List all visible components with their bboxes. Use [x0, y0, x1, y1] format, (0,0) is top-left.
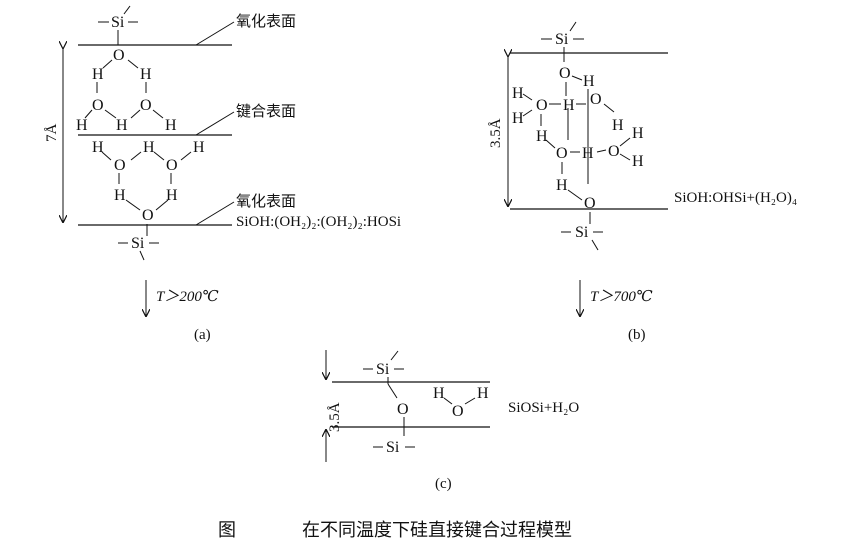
panel-b: Si O H H H O H O H H O H O H H H: [488, 21, 797, 343]
si-atom: Si: [575, 224, 589, 241]
h-atom: H: [512, 85, 524, 102]
si-atom: Si: [111, 14, 125, 31]
panel-c-formula: SiOSi+H₂O: [508, 400, 579, 416]
panel-b-formula: SiOH:OHSi+(H₂O)₄: [674, 190, 797, 206]
distance-label-a: 7Å: [44, 124, 60, 143]
panel-a-tag: (a): [194, 327, 211, 343]
distance-label-b: 3.5Å: [488, 118, 504, 148]
figure-caption: 图 在不同温度下硅直接键合过程模型: [218, 520, 572, 541]
h-atom: H: [612, 117, 624, 134]
bonding-surface-label: 键合表面: [236, 102, 296, 120]
temperature-label-a: T＞200℃: [156, 289, 219, 305]
oxidized-surface-label-bottom: 氧化表面: [236, 192, 296, 210]
h-atom: H: [92, 139, 104, 156]
panel-c-tag: (c): [435, 476, 452, 492]
o-atom: O: [608, 143, 620, 160]
h-atom: H: [556, 177, 568, 194]
h-atom: H: [140, 66, 152, 83]
si-atom: Si: [376, 361, 390, 378]
caption-prefix: 图: [218, 520, 236, 541]
h-atom: H: [563, 97, 575, 114]
h-atom: H: [477, 385, 489, 402]
distance-label-c: 3.5Å: [327, 402, 343, 432]
o-atom: O: [590, 91, 602, 108]
si-atom: Si: [386, 439, 400, 456]
h-atom: H: [632, 153, 644, 170]
temperature-label-b: T＞700℃: [590, 289, 653, 305]
panel-a: Si O H H O O H H H H H H O O H H O: [44, 5, 401, 343]
h-atom: H: [583, 73, 595, 90]
h-atom: H: [92, 66, 104, 83]
o-atom: O: [166, 157, 178, 174]
o-atom: O: [142, 207, 154, 224]
caption-text: 在不同温度下硅直接键合过程模型: [302, 520, 572, 541]
si-atom: Si: [131, 235, 145, 252]
h-atom: H: [114, 187, 126, 204]
panel-a-formula: SiOH:(OH₂)₂:(OH₂)₂:HOSi: [236, 214, 401, 230]
h-atom: H: [76, 117, 88, 134]
si-atom: Si: [555, 31, 569, 48]
h-atom: H: [632, 125, 644, 142]
h-atom: H: [143, 139, 155, 156]
o-atom: O: [92, 97, 104, 114]
o-atom: O: [536, 97, 548, 114]
o-atom: O: [556, 145, 568, 162]
h-atom: H: [165, 117, 177, 134]
panel-b-tag: (b): [628, 327, 646, 343]
o-atom: O: [114, 157, 126, 174]
o-atom: O: [140, 97, 152, 114]
h-atom: H: [193, 139, 205, 156]
o-atom: O: [397, 401, 409, 418]
h-atom: H: [512, 110, 524, 127]
oxidized-surface-label: 氧化表面: [236, 12, 296, 30]
h-atom: H: [116, 117, 128, 134]
h-atom: H: [166, 187, 178, 204]
o-atom: O: [584, 195, 596, 212]
o-atom: O: [113, 47, 125, 64]
h-atom: H: [582, 145, 594, 162]
h-atom: H: [433, 385, 445, 402]
h-atom: H: [536, 128, 548, 145]
panel-c: Si O H O H Si SiOSi+H₂O 3.5Å (c): [326, 350, 579, 492]
o-atom: O: [452, 403, 464, 420]
o-atom: O: [559, 65, 571, 82]
